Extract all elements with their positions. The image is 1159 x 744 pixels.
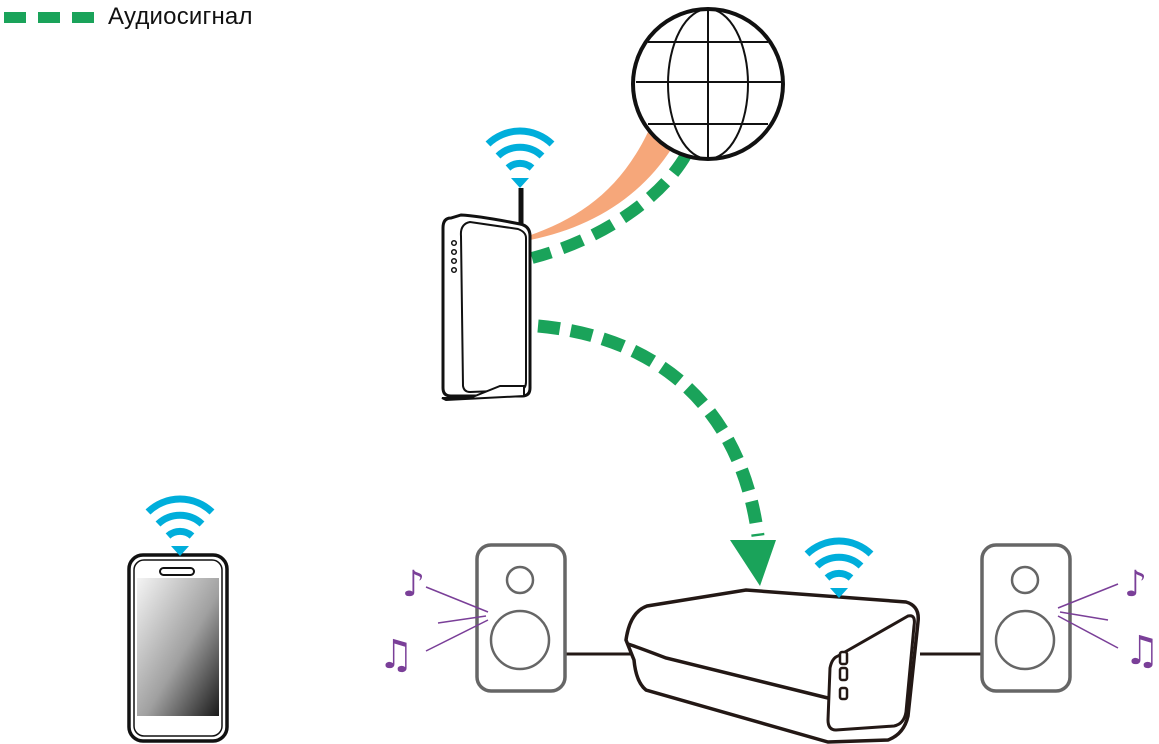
- sound-waves-right: [1057, 583, 1119, 649]
- music-note-icon: ♪: [402, 564, 425, 605]
- music-notes-icon: ♫: [378, 632, 414, 678]
- audio-signal-link-internet-router: [530, 151, 692, 264]
- legend-dash-swatch: [72, 11, 94, 23]
- audio-signal-arrowhead: [730, 540, 776, 586]
- legend: Аудиосигнал: [4, 2, 253, 32]
- speaker-icon-left: [475, 543, 567, 693]
- wifi-signal-icon-router: [485, 127, 555, 188]
- legend-label: Аудиосигнал: [108, 3, 253, 30]
- speaker-icon-right: [980, 543, 1072, 693]
- music-notes-icon: ♫: [1124, 628, 1159, 674]
- globe-icon: [631, 7, 785, 161]
- legend-dash-swatch: [4, 11, 26, 23]
- wifi-router-icon: [441, 188, 532, 402]
- legend-dash-swatch: [38, 11, 60, 23]
- sound-waves-left: [425, 586, 489, 652]
- wifi-signal-icon-smartphone: [145, 495, 215, 556]
- smartphone-icon: [127, 553, 229, 743]
- wireless-amplifier-icon: [624, 588, 920, 744]
- music-note-icon: ♪: [1124, 564, 1147, 605]
- internet-connection-link: [528, 132, 672, 240]
- audio-signal-link-router-amplifier: [537, 319, 765, 537]
- wifi-signal-icon-amplifier: [804, 537, 874, 598]
